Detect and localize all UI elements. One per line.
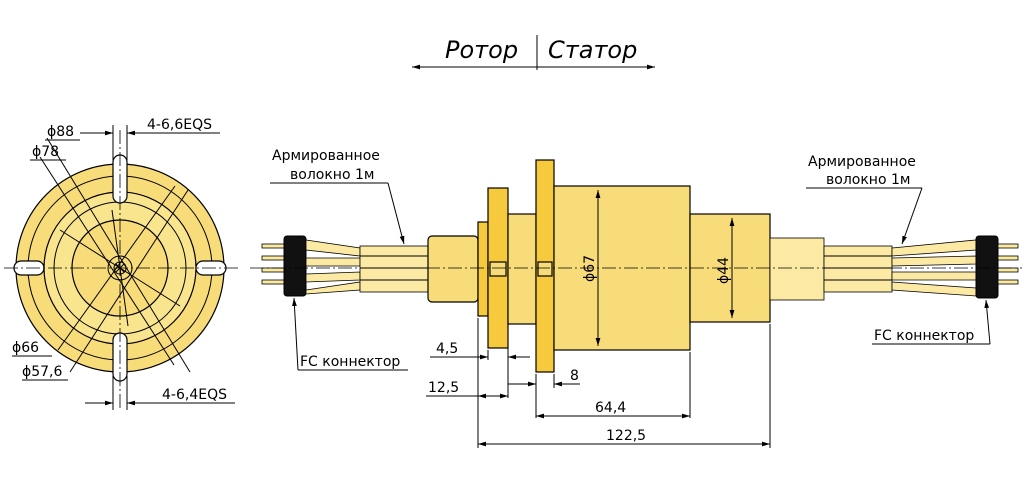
rotor-label: Ротор: [445, 36, 518, 64]
left-fc-connector-block: [283, 235, 307, 297]
fiber-left-line1: Армированное: [272, 148, 380, 164]
left-pin: [261, 243, 285, 249]
d67-label: ϕ67: [582, 255, 598, 282]
dim-122-5: 122,5: [606, 428, 646, 444]
right-tail: [769, 237, 825, 301]
rotor-shaft: [427, 235, 479, 303]
fiber-left-line2: волокно 1м: [290, 167, 374, 183]
slots-top-label: 4-6,6EQS: [147, 117, 212, 133]
slots-bottom-label: 4-6,4EQS: [162, 387, 227, 403]
rotor-stator-header: Ротор Статор: [412, 35, 655, 70]
dim-4-5: 4,5: [436, 341, 458, 357]
right-pin: [997, 243, 1019, 249]
left-armored-fiber: [359, 245, 429, 293]
fc-connector-right-label: FC коннектор: [874, 328, 974, 344]
rotor-hub: [477, 221, 489, 317]
right-fc-connector-block: [975, 235, 999, 299]
fiber-right-line2: волокно 1м: [826, 172, 910, 188]
dim-12-5: 12,5: [428, 380, 459, 396]
side-view: ϕ67 ϕ44 Армированное волокно 1м Армирова…: [250, 148, 1022, 448]
dim-8: 8: [570, 368, 579, 384]
d44-label: ϕ44: [716, 257, 732, 284]
rotor-collar: [507, 213, 537, 325]
d57-6-label: ϕ57,6: [22, 364, 63, 380]
stator-label: Статор: [548, 36, 637, 64]
fc-connector-left-label: FC коннектор: [300, 354, 400, 370]
dim-64-4: 64,4: [595, 400, 626, 416]
fiber-right-line1: Армированное: [808, 154, 916, 170]
d88-label: ϕ88: [47, 124, 74, 140]
d78-label: ϕ78: [32, 144, 59, 160]
front-view: 4-6,6EQS 4-6,4EQS ϕ88 ϕ78 ϕ66 ϕ57,6: [4, 117, 240, 410]
d66-label: ϕ66: [12, 340, 39, 356]
right-armored-fiber: [823, 245, 893, 293]
